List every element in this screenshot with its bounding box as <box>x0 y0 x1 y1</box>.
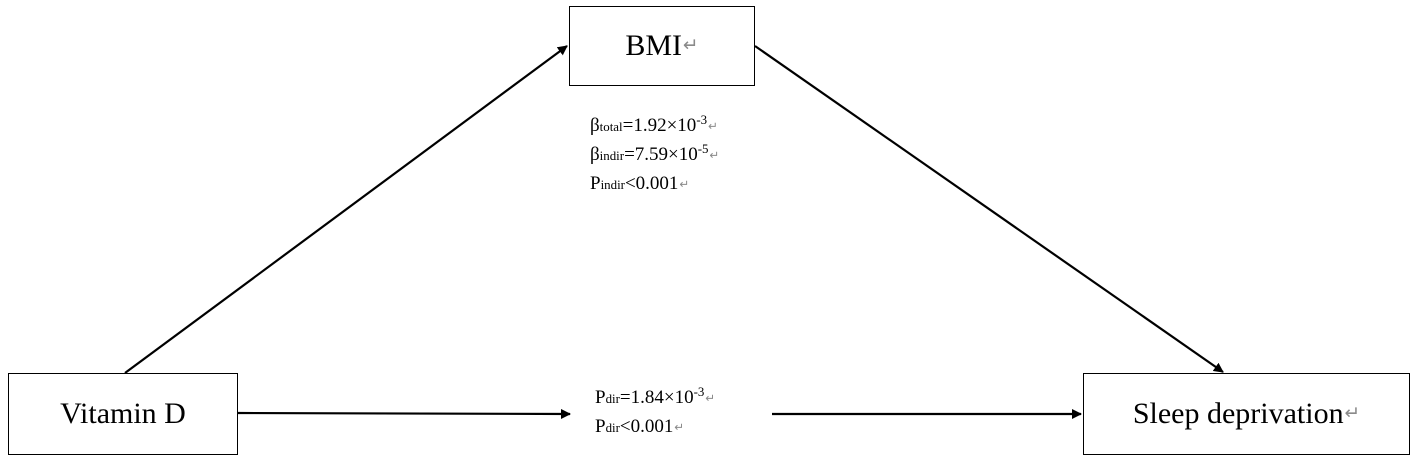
stat-symbol: β <box>590 115 600 136</box>
vitamin-d-label: Vitamin D <box>60 397 186 430</box>
stat-p-indirect: Pindir<0.001↵ <box>590 170 719 199</box>
stat-subscript: indir <box>600 177 625 192</box>
return-mark: ↵ <box>709 148 720 163</box>
arrow-vitamin-d-to-bmi <box>124 45 568 374</box>
stat-symbol: β <box>590 144 600 165</box>
bmi-label: BMI <box>625 29 683 62</box>
return-mark: ↵ <box>674 420 685 435</box>
stat-subscript: dir <box>605 391 620 406</box>
stat-value: <0.001 <box>624 173 679 194</box>
stat-exponent: -3 <box>693 383 705 399</box>
return-mark: ↵ <box>705 391 716 406</box>
stat-p-direct: Pdir<0.001↵ <box>595 413 715 442</box>
sleep-deprivation-node: Sleep deprivation↵ <box>1083 373 1410 455</box>
stat-exponent: -3 <box>696 111 708 127</box>
stat-value: <0.001 <box>619 416 674 437</box>
direct-effect-stats: Pdir=1.84×10-3↵ Pdir<0.001↵ <box>595 384 715 442</box>
return-mark: ↵ <box>708 119 718 134</box>
stat-subscript: dir <box>605 420 620 435</box>
stat-symbol: P <box>595 416 606 437</box>
stat-subscript: total <box>599 119 623 134</box>
stat-value: =1.92×10 <box>622 115 697 136</box>
stat-value: =7.59×10 <box>624 144 698 165</box>
stat-symbol: P <box>590 173 601 194</box>
stat-beta-total: βtotal=1.92×10-3↵ <box>590 112 719 141</box>
stat-beta-indirect: βindir=7.59×10-5↵ <box>590 141 719 170</box>
return-mark: ↵ <box>1344 402 1361 424</box>
indirect-effect-stats: βtotal=1.92×10-3↵ βindir=7.59×10-5↵ Pind… <box>590 112 719 199</box>
stat-exponent: -5 <box>697 140 709 156</box>
arrow-bmi-to-sleep-deprivation <box>754 45 1224 373</box>
stat-value: =1.84×10 <box>619 387 694 408</box>
arrow-vitamin-d-to-direct-label <box>237 408 571 419</box>
stat-symbol: P <box>595 387 606 408</box>
sleep-deprivation-label: Sleep deprivation <box>1132 397 1344 430</box>
return-mark: ↵ <box>683 34 699 56</box>
bmi-node: BMI↵ <box>569 6 755 86</box>
stat-subscript: indir <box>599 148 625 163</box>
vitamin-d-node: Vitamin D <box>8 373 238 455</box>
return-mark: ↵ <box>679 177 690 192</box>
stat-p-direct-coef: Pdir=1.84×10-3↵ <box>595 384 715 413</box>
